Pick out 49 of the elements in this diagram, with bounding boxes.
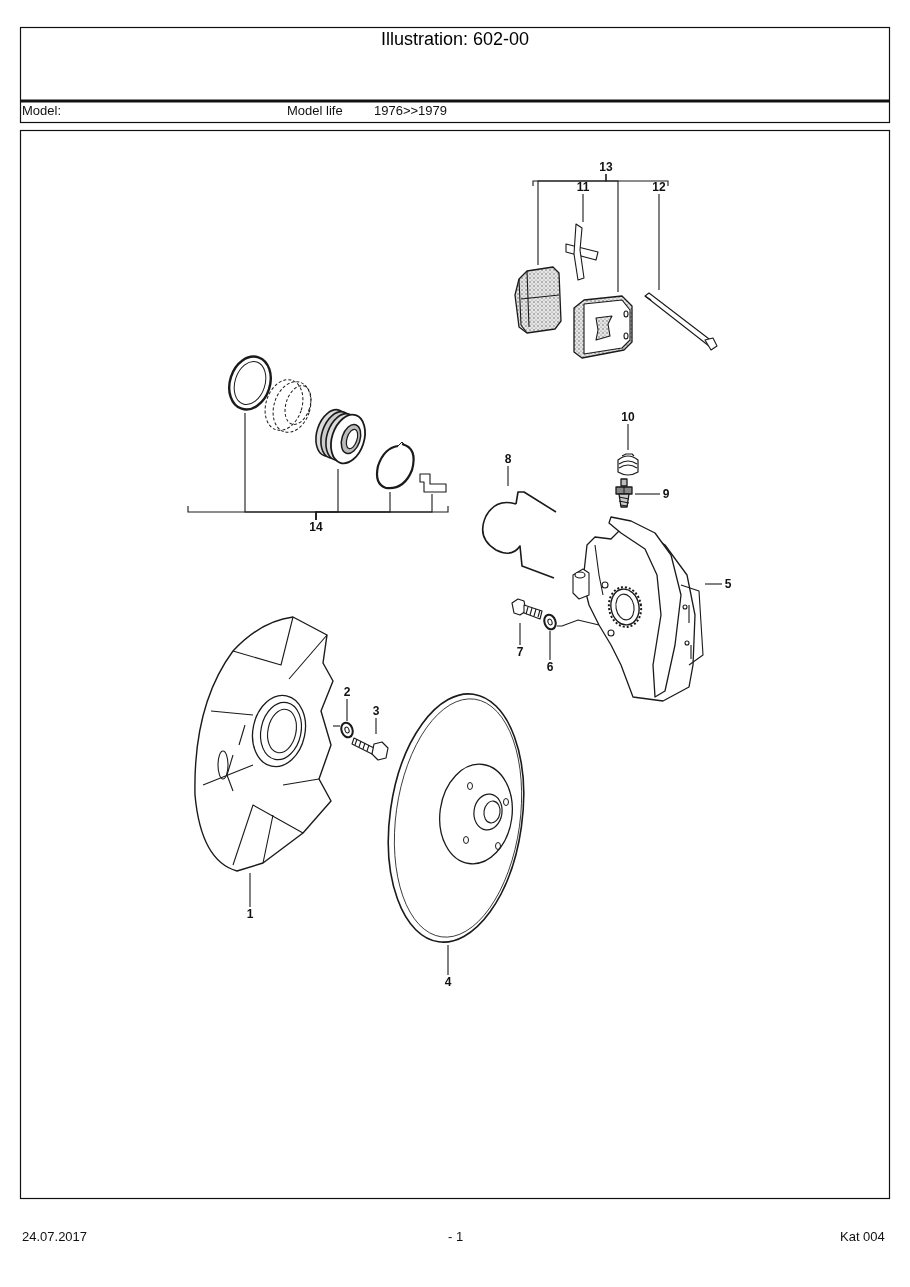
callout-number: 9 <box>660 487 672 501</box>
retaining-pin-drawing <box>643 290 719 352</box>
callout-number: 12 <box>651 180 667 194</box>
leader-line <box>556 619 600 627</box>
leader-line <box>507 465 509 487</box>
leader-line <box>627 423 629 451</box>
illustration-title: Illustration: 602-00 <box>379 28 531 50</box>
header-field: Model: <box>22 103 62 118</box>
leader-line <box>634 493 661 495</box>
splash-shield-drawing <box>193 615 333 873</box>
callout-number: 1 <box>244 907 256 921</box>
callout-number: 7 <box>514 645 526 659</box>
header-field: 1976>>1979 <box>374 103 448 118</box>
leader-line <box>249 872 251 908</box>
leader-line <box>332 725 341 727</box>
callout-number: 11 <box>575 180 591 194</box>
callout-number: 4 <box>442 975 454 989</box>
brake-pad-drawing <box>570 292 634 360</box>
leader-line <box>519 622 521 646</box>
callout-number: 14 <box>309 520 323 534</box>
callout-number: 2 <box>341 685 353 699</box>
leader-line <box>704 583 723 585</box>
seal-ring-drawing <box>225 353 275 413</box>
callout-number: 13 <box>596 160 616 174</box>
clip-drawing <box>418 472 450 494</box>
brake-disc-drawing <box>388 690 524 945</box>
callout-number: 10 <box>619 410 637 424</box>
washer-drawing <box>340 721 354 739</box>
callout-number: 6 <box>544 660 556 674</box>
leader-line <box>447 944 449 976</box>
callout-number: 5 <box>722 577 734 591</box>
anti-rattle-spring-drawing <box>564 222 602 282</box>
bleed-valve-drawing <box>613 478 635 508</box>
callout-number: 8 <box>502 452 514 466</box>
callout-number: 3 <box>370 704 382 718</box>
dust-cap-drawing <box>614 450 642 478</box>
header-field: Model life <box>287 103 343 118</box>
leader-line <box>346 698 348 722</box>
leader-line <box>315 493 433 521</box>
footer-text: 24.07.2017 <box>22 1229 88 1244</box>
leader-line <box>549 630 551 661</box>
footer-text: - 1 <box>448 1229 464 1244</box>
washer-drawing <box>543 613 557 631</box>
leader-line <box>375 717 377 735</box>
leader-line <box>605 173 619 293</box>
footer-text: Kat 004 <box>840 1229 885 1244</box>
leader-line <box>582 193 584 223</box>
leader-line <box>658 193 660 291</box>
brake-pad-drawing <box>513 265 563 333</box>
